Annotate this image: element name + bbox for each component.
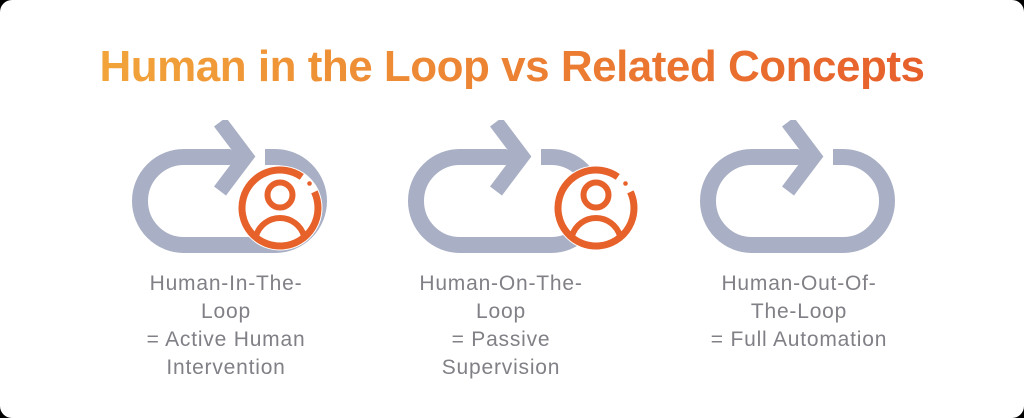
- loop-arrow-icon: [700, 120, 895, 253]
- concept-name-line: Human-Out-Of-: [721, 272, 877, 295]
- badge-ring: [238, 166, 322, 250]
- concept-definition-line: = Full Automation: [710, 328, 888, 351]
- concept-name-line: Human-On-The-: [419, 272, 583, 295]
- person-shoulders-icon: [569, 215, 623, 239]
- concept-definition-line: = Active Human: [146, 328, 306, 351]
- page-title: Human in the Loop vs Related Concepts: [0, 45, 1024, 89]
- arrowhead-icon: [490, 120, 532, 196]
- concept-name-line: Loop: [476, 300, 526, 323]
- concept-definition-line: Supervision: [441, 356, 561, 379]
- badge-ring: [554, 166, 638, 250]
- concept-name-line: The-Loop: [750, 300, 848, 323]
- concept-label-human-in-the-loop: Human-In-The- Loop = Active Human Interv…: [94, 270, 358, 382]
- concept-name-line: Human-In-The-: [149, 272, 303, 295]
- person-head-icon: [580, 179, 612, 211]
- concept-label-human-out-of-the-loop: Human-Out-Of- The-Loop = Full Automation: [667, 270, 931, 354]
- human-out-of-the-loop-icon: [700, 120, 895, 253]
- concept-definition-line: Intervention: [166, 356, 286, 379]
- arrowhead-icon: [214, 120, 256, 196]
- arrowhead-icon: [782, 120, 824, 196]
- person-badge: [237, 165, 323, 251]
- badge-ring-dot: [307, 181, 312, 186]
- human-on-the-loop-icon: [408, 120, 639, 253]
- badge-ring-dot: [623, 181, 628, 186]
- concept-name-line: Loop: [201, 300, 251, 323]
- person-head-icon: [264, 179, 296, 211]
- loop-stadium: [132, 149, 327, 253]
- person-shoulders-icon: [253, 215, 307, 239]
- concept-label-human-on-the-loop: Human-On-The- Loop = Passive Supervision: [369, 270, 633, 382]
- person-badge: [553, 165, 639, 251]
- loop-stadium: [700, 149, 895, 253]
- loop-arrow-icon: [132, 120, 327, 253]
- human-in-the-loop-icon: [132, 120, 327, 253]
- concept-definition-line: = Passive: [451, 328, 551, 351]
